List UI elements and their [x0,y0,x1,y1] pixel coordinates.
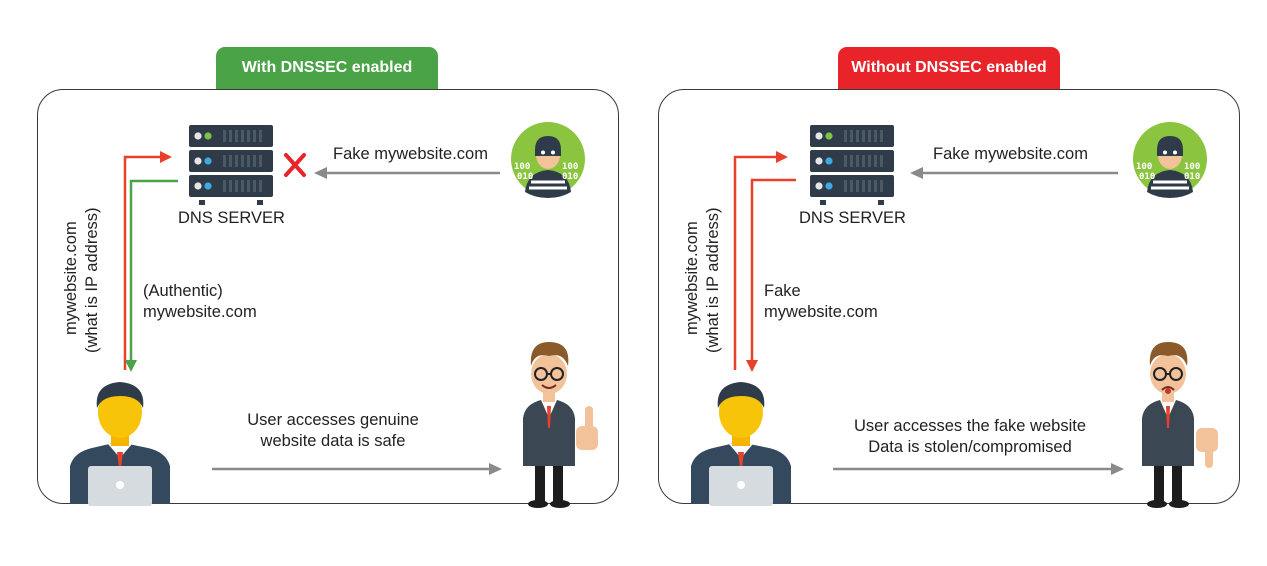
result-label-line1: User accesses the fake website [853,417,1087,435]
dns-server-label: DNS SERVER [799,209,906,227]
user-icon [691,382,791,506]
thumbs-up-icon [576,406,598,450]
hacker-digits: 010 [517,172,533,182]
sad-man-icon [1141,341,1195,509]
hacker-icon [1131,120,1209,200]
frown-icon [1161,386,1175,391]
fake-label: Fake mywebsite.com [933,145,1088,163]
hacker-digits: 100 [562,162,578,172]
tag-without-dnssec: Without DNSSEC enabled [838,47,1060,89]
query-arrow-left [123,155,160,370]
hacker-digits: 010 [562,172,578,182]
hacker-digits: 010 [1184,172,1200,182]
hacker-digits: 100 [514,162,530,172]
query-label-line1: mywebsite.com [683,221,701,335]
response-label-line1: (Authentic) [143,282,223,300]
smile-icon [541,384,557,389]
hacker-icon [509,120,587,200]
response-arrow-right [750,178,796,360]
result-label-line1: User accesses genuine [247,411,419,429]
dns-server-icon [189,125,273,205]
query-label-line2: (what is IP address) [704,207,722,353]
blocked-x-icon [284,153,306,177]
response-label-line2: mywebsite.com [764,303,878,321]
query-label-line1: mywebsite.com [62,221,80,335]
response-label-line1: Fake [764,282,801,300]
happy-man-icon [522,341,576,509]
result-label-line2: Data is stolen/compromised [868,438,1072,456]
fake-label: Fake mywebsite.com [333,145,488,163]
hacker-digits: 100 [1184,162,1200,172]
tag-with-dnssec: With DNSSEC enabled [216,47,438,89]
dns-server-label: DNS SERVER [178,209,285,227]
hacker-digits: 010 [1139,172,1155,182]
result-label-line2: website data is safe [260,432,406,450]
thumbs-down-icon [1196,428,1218,468]
query-label-line2: (what is IP address) [83,207,101,353]
response-arrow-left [129,179,178,361]
response-label-line2: mywebsite.com [143,303,257,321]
dns-server-icon [810,125,894,205]
query-arrow-right [733,155,776,370]
user-icon [70,382,170,506]
hacker-digits: 100 [1136,162,1152,172]
